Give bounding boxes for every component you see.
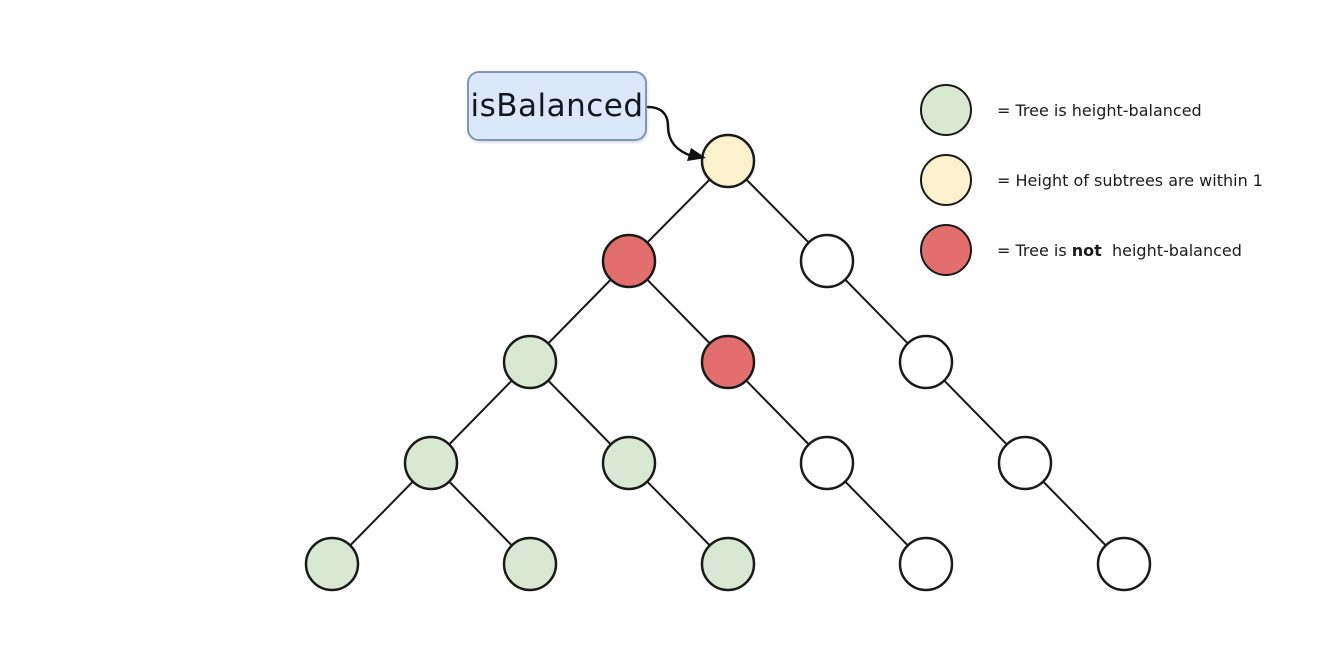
legend-item-subtrees-within-one: = Height of subtrees are within 1 [920, 154, 1320, 206]
legend-item-height-balanced: = Tree is height-balanced [920, 84, 1320, 136]
tree-node-green [601, 435, 657, 491]
tree-node-green [403, 435, 459, 491]
tree-nodes-layer [304, 133, 1152, 592]
legend-item-not-height-balanced: = Tree is not height-balanced [920, 224, 1320, 276]
legend-green-circle-icon [920, 84, 972, 136]
label-arrow-connector [646, 105, 694, 158]
tree-node-red [700, 334, 756, 390]
legend-label: = Tree is not height-balanced [997, 240, 1242, 260]
legend: = Tree is height-balanced = Height of su… [920, 84, 1320, 294]
tree-node-red [601, 233, 657, 289]
tree-node-white [1096, 536, 1152, 592]
label-arrowhead-icon [687, 148, 706, 161]
tree-node-green [304, 536, 360, 592]
tree-node-green [502, 536, 558, 592]
legend-label: = Tree is height-balanced [997, 100, 1202, 120]
tree-node-green [700, 536, 756, 592]
legend-yellow-circle-icon [920, 154, 972, 206]
legend-label: = Height of subtrees are within 1 [997, 170, 1263, 190]
isbalanced-label: isBalanced [467, 71, 647, 141]
tree-node-white [799, 435, 855, 491]
tree-node-yellow [700, 133, 756, 189]
tree-node-white [898, 536, 954, 592]
isbalanced-label-text: isBalanced [470, 88, 644, 124]
tree-node-white [799, 233, 855, 289]
legend-red-circle-icon [920, 224, 972, 276]
tree-node-white [997, 435, 1053, 491]
tree-node-white [898, 334, 954, 390]
tree-node-green [502, 334, 558, 390]
